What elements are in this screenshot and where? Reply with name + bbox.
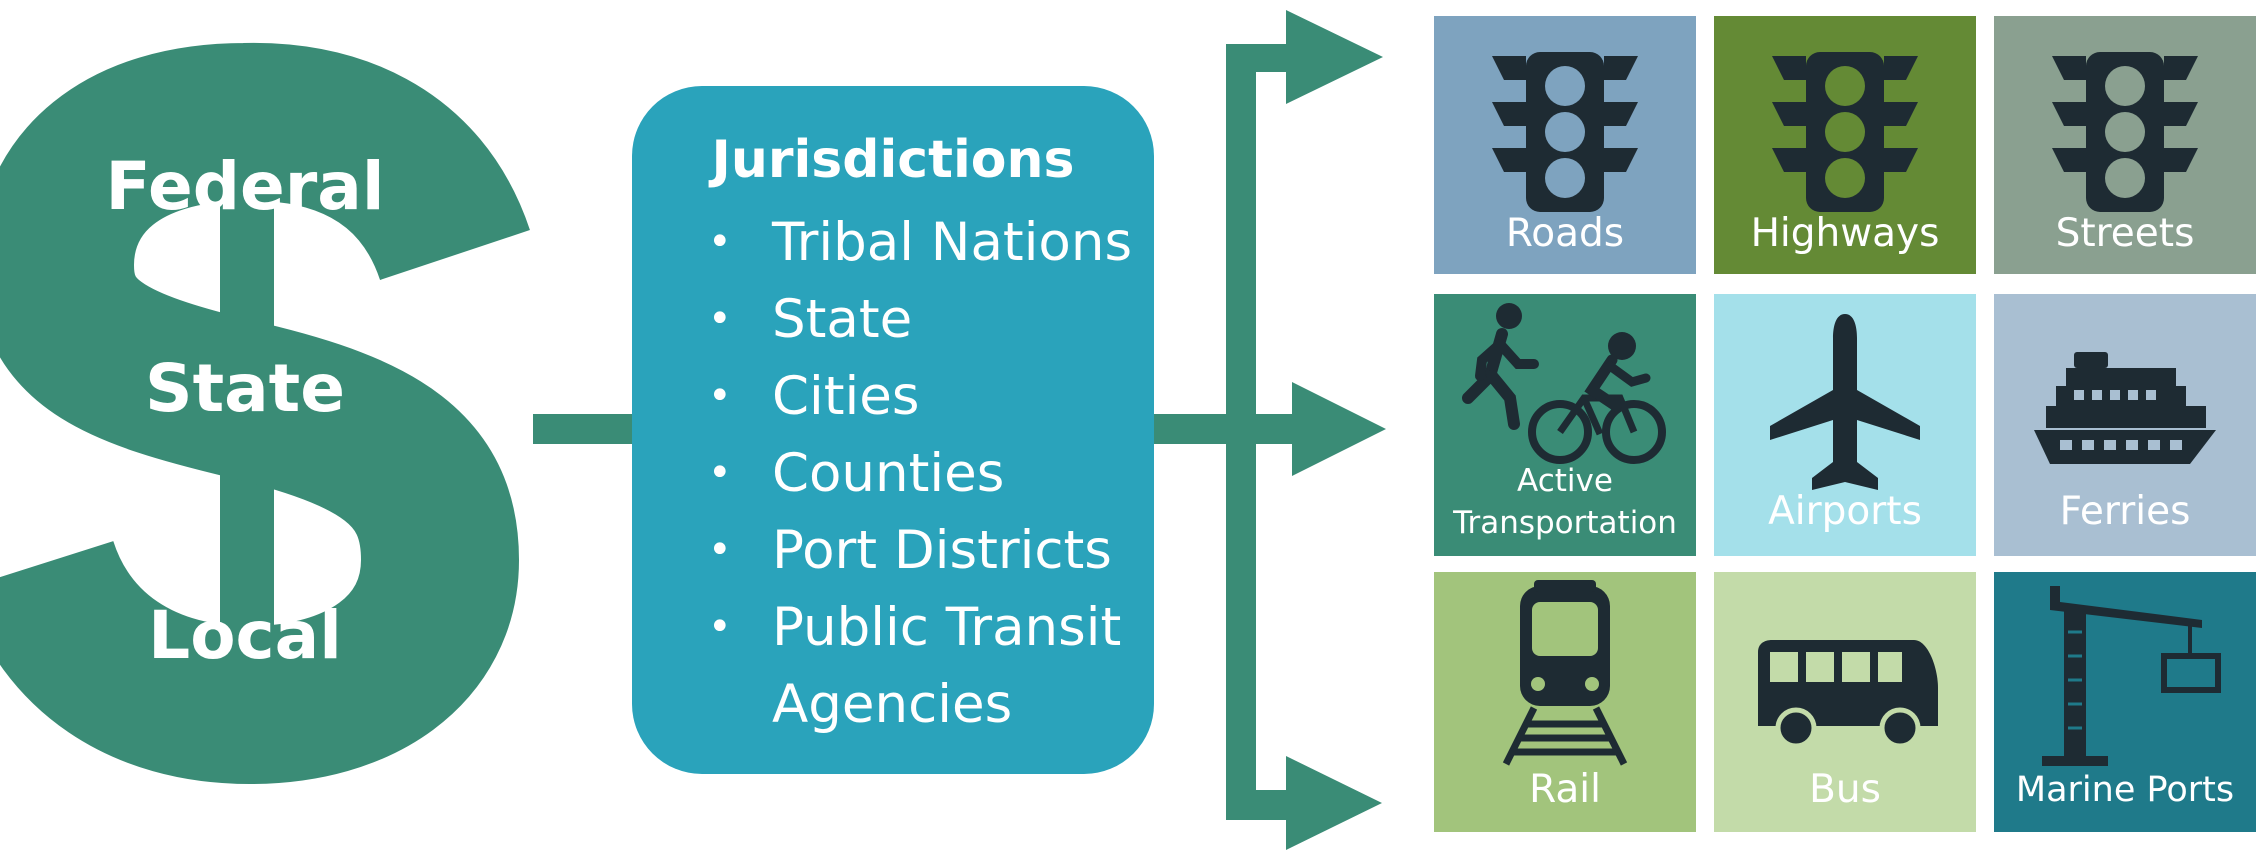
list-item: •Tribal Nations (708, 212, 1133, 273)
tile-marine-ports: Marine Ports (1994, 572, 2256, 832)
funding-sources: Federal State Local (0, 80, 490, 760)
branch-arrows (1226, 10, 1386, 850)
dollar-sign-icon (0, 42, 530, 785)
airplane-icon (1770, 314, 1920, 490)
tile-label-bus: Bus (1809, 767, 1881, 812)
crane-icon (2042, 586, 2221, 766)
tile-label-ferries: Ferries (2059, 489, 2191, 534)
traffic-light-icon (2052, 52, 2198, 212)
arrow-bottom-icon (1286, 756, 1382, 850)
list-item: •Counties (708, 443, 1005, 504)
jurisdictions-title: Jurisdictions (711, 130, 1075, 190)
tile-highways: Highways (1714, 16, 1976, 274)
connector-line-right (1154, 414, 1232, 444)
tile-ferries: Ferries (1994, 294, 2256, 556)
tile-streets: Streets (1994, 16, 2256, 274)
tile-label-rail: Rail (1529, 767, 1601, 812)
list-item: •Cities (708, 366, 920, 427)
tile-label-active-transportation: Active Transportation (1453, 463, 1677, 541)
jurisdictions-list: •Tribal Nations •State •Cities •Counties… (672, 204, 1132, 743)
tile-label-highways: Highways (1750, 211, 1940, 256)
traffic-light-icon (1772, 52, 1918, 212)
traffic-light-icon (1492, 52, 1638, 212)
tile-label-streets: Streets (2055, 211, 2195, 256)
arrow-top-icon (1286, 10, 1383, 104)
bus-icon (1758, 640, 1938, 749)
source-state: State (145, 350, 345, 427)
train-icon (1502, 580, 1628, 766)
ferry-icon (2034, 352, 2216, 464)
jurisdictions-box: Jurisdictions •Tribal Nations •State •Ci… (632, 86, 1154, 774)
arrow-middle-icon (1292, 382, 1386, 476)
source-local: Local (148, 597, 342, 674)
list-item: •Port Districts (708, 520, 1112, 581)
list-item: •State (708, 289, 913, 350)
tile-label-roads: Roads (1505, 211, 1625, 256)
tile-bus: Bus (1714, 572, 1976, 832)
tile-active-transportation: Active Transportation (1434, 294, 1696, 556)
list-item: •Public Transit Agencies (708, 597, 1122, 735)
tile-airports: Airports (1714, 294, 1976, 556)
tile-label-airports: Airports (1768, 489, 1922, 534)
tile-label-marine-ports: Marine Ports (2015, 770, 2235, 810)
connector-line-left (533, 414, 635, 444)
pedestrian-bicycle-icon (1462, 303, 1666, 464)
tile-roads: Roads (1434, 16, 1696, 274)
tile-rail: Rail (1434, 572, 1696, 832)
source-federal: Federal (105, 148, 385, 225)
